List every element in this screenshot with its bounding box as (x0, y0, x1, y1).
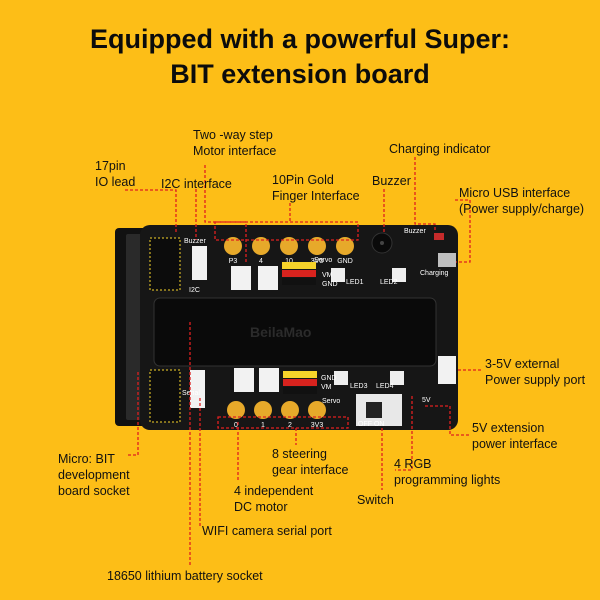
silk-vm-top: VM (322, 272, 333, 279)
top-pin-label-0: P3 (229, 258, 238, 265)
power-switch-knob (366, 402, 382, 418)
callout-line-socket (128, 372, 139, 456)
top-pin-label-3: 3V3 (311, 258, 324, 265)
buzzer-hole (380, 241, 384, 245)
bottom-pin-label-2: 2 (288, 422, 292, 429)
silk-gnd-top: GND (322, 281, 338, 288)
ext-power-connector (438, 356, 456, 384)
top-pin-label-4: GND (337, 258, 353, 265)
label-rgb: 4 RGB programming lights (394, 457, 501, 487)
label-i2c: I2C interface (161, 177, 232, 191)
label-wifi-serial: WIFI camera serial port (202, 524, 332, 538)
top-pin-0 (224, 237, 242, 255)
dc-motor-connector-2 (259, 368, 279, 392)
callout-line-rgb (395, 396, 413, 471)
silk-buzzer: Buzzer (404, 228, 426, 235)
callout-line-charging (414, 157, 436, 232)
label-steering: 8 steering gear interface (272, 447, 349, 477)
top-pin-2 (280, 237, 298, 255)
rgb-led-3 (334, 371, 348, 385)
io-header-bottom (149, 369, 181, 423)
title-line-1: Equipped with a powerful Super: (89, 24, 510, 54)
bottom-pin-label-0: 0 (234, 422, 238, 429)
io-header-top (149, 237, 181, 291)
rgb-led-4 (390, 371, 404, 385)
bottom-pin-1 (254, 401, 272, 419)
i2c-connector (192, 246, 207, 280)
silk-led1: LED1 (346, 279, 364, 286)
micro-usb-port (438, 253, 456, 267)
top-gold-pins: P3 4 10 3V3 GND (224, 237, 354, 265)
silk-5v: 5V (422, 397, 431, 404)
microbit-slot-opening (126, 234, 144, 420)
serial-connector (190, 370, 205, 408)
silk-servo-top: Servo (314, 257, 332, 264)
step-motor-connector-1 (231, 266, 251, 290)
silk-vm-bottom: VM (321, 384, 332, 391)
label-switch: Switch (357, 493, 394, 507)
top-pin-1 (252, 237, 270, 255)
silk-serial: Serial (182, 390, 200, 397)
label-ext-power: 3-5V external Power supply port (485, 357, 586, 387)
label-dc-motor: 4 independent DC motor (234, 484, 314, 514)
dc-motor-connector-1 (234, 368, 254, 392)
silk-led2: LED2 (380, 279, 398, 286)
bottom-pin-2 (281, 401, 299, 419)
servo-header-top (282, 262, 316, 285)
silk-switch: OFF ON (358, 421, 384, 428)
label-step-motor: Two -way step Motor interface (193, 128, 277, 158)
label-microbit-socket: Micro: BIT development board socket (58, 452, 130, 498)
top-pin-label-2: 10 (285, 258, 293, 265)
brand-silk: BeilaMao (250, 324, 311, 340)
bottom-pin-3 (308, 401, 326, 419)
callout-line-5v (425, 405, 470, 436)
label-buzzer: Buzzer (372, 174, 411, 188)
silk-gnd-bottom: GND (321, 375, 337, 382)
callout-line-io (125, 189, 177, 232)
bottom-pin-label-1: 1 (261, 422, 265, 429)
bottom-pin-0 (227, 401, 245, 419)
callout-lines (125, 157, 482, 565)
charging-indicator-led (434, 233, 444, 240)
label-charging: Charging indicator (389, 142, 491, 156)
battery-holder (153, 297, 437, 367)
callout-line-usb (455, 199, 471, 263)
top-pin-4 (336, 237, 354, 255)
title-line-2: BIT extension board (170, 59, 430, 89)
callout-box-goldfinger (214, 221, 359, 241)
silk-led3: LED3 (350, 383, 368, 390)
label-5v-extension: 5V extension power interface (472, 421, 558, 451)
label-gold-finger: 10Pin Gold Finger Interface (272, 173, 360, 203)
bottom-pin-label-3: 3V3 (311, 422, 324, 429)
silk-charging: Charging (420, 270, 449, 277)
top-pin-label-1: 4 (259, 258, 263, 265)
bottom-gold-pins: 0 1 2 3V3 (227, 401, 326, 429)
rgb-led-2 (392, 268, 406, 282)
silk-servo-bottom: Servo (322, 398, 340, 405)
silk-buzzer-top: Buzzer (184, 238, 206, 245)
silk-i2c: I2C (189, 287, 200, 294)
label-io-lead: 17pin IO lead (95, 159, 136, 189)
callout-box-steering (217, 416, 349, 429)
label-battery-socket: 18650 lithium battery socket (107, 569, 263, 583)
step-motor-connector-2 (258, 266, 278, 290)
rgb-led-1 (331, 268, 345, 282)
label-micro-usb: Micro USB interface (Power supply/charge… (459, 186, 585, 216)
servo-header-bottom (283, 371, 317, 394)
silk-led4: LED4 (376, 383, 394, 390)
top-pin-3 (308, 237, 326, 255)
